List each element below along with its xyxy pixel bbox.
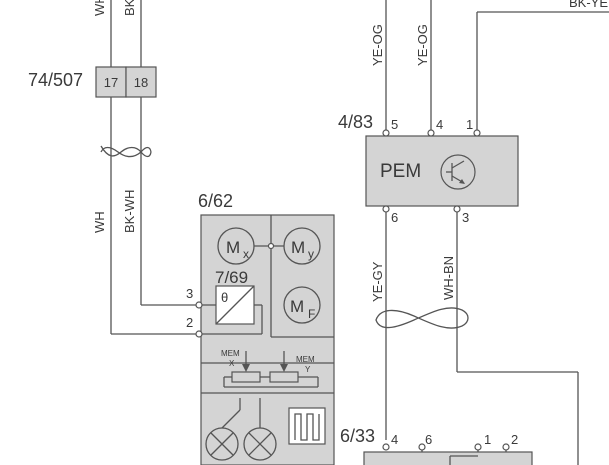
wire-label-wh-bn: WH-BN [441,256,456,300]
connector-6-33-pin-6 [418,443,426,451]
potentiometer-y-wiper-icon [280,364,288,372]
module-ref-6-62: 6/62 [198,191,233,211]
mem-x-line2: X [229,359,235,368]
connector-6-33-pin-6-label: 6 [425,432,432,447]
connector-6-33-pin-1 [474,443,482,451]
mem-x-line1: MEM [221,349,240,358]
module-pin-2 [195,330,203,338]
pem-pin-3 [453,205,461,213]
connector-ref-74-507: 74/507 [28,70,83,90]
pem-pin-3-label: 3 [462,210,469,225]
wire-label-wh-top: WH [92,0,107,16]
wire-label-ye-gy: YE-GY [370,261,385,302]
wire-label-ye-og-2: YE-OG [415,24,430,66]
pem-pin-1-label: 1 [466,117,473,132]
connector-pin-18: 18 [134,75,148,90]
pem-pin-1 [473,129,481,137]
pem-pin-6 [382,205,390,213]
pem-pin-5-label: 5 [391,117,398,132]
twisted-pair-symbol-left [100,145,152,158]
connector-6-33-pin-4 [382,443,390,451]
sensor-theta-symbol: θ [221,290,228,305]
motor-mx-sub: x [243,247,249,261]
pem-ref-4-83: 4/83 [338,112,373,132]
potentiometer-y-icon [269,371,299,383]
motor-mf-symbol: M [290,297,304,316]
pem-label: PEM [380,161,421,182]
connector-pin-17: 17 [104,75,118,90]
right-wire-harness [375,0,609,465]
motor-my-symbol: M [291,238,305,257]
pem-pin-5 [382,129,390,137]
pem-module: 4/83 PEM 5 4 1 6 3 [338,112,519,225]
module-6-62: 6/62 M x M y M F 7/69 θ 3 2 [186,191,335,465]
motor-mf-icon [283,286,321,324]
left-wire-harness [100,0,196,335]
connector-6-33-pin-2 [502,443,510,451]
connector-6-33-pin-1-label: 1 [484,432,491,447]
potentiometer-x-icon [231,371,261,383]
pem-pin-4-label: 4 [436,117,443,132]
wire-label-bk-top: BK [122,0,137,16]
module-pin-3 [195,301,203,309]
wire-label-bk-ye: BK-YE [569,0,608,10]
connector-pin-box-17 [95,66,127,98]
pem-pin-4 [427,129,435,137]
module-pin-3-label: 3 [186,286,193,301]
connector-6-33: 6/33 4 6 1 2 [340,426,533,465]
connector-ref-6-33: 6/33 [340,426,375,446]
mem-y-line2: Y [305,365,311,374]
motor-mx-symbol: M [226,238,240,257]
connector-74-507: 74/507 17 18 [28,66,157,98]
mem-y-line1: MEM [296,355,315,364]
pem-pin-6-label: 6 [391,210,398,225]
transistor-icon [440,154,476,190]
connector-pin-box-18 [125,66,157,98]
wire-label-bk-wh: BK-WH [122,190,137,233]
motor-mf-sub: F [308,307,315,321]
motor-my-sub: y [308,247,314,261]
twisted-pair-symbol-right [375,307,469,329]
connector-6-33-housing [363,451,533,465]
module-pin-2-label: 2 [186,315,193,330]
connector-6-33-pin-4-label: 4 [391,432,398,447]
wire-label-ye-og-1: YE-OG [370,24,385,66]
sensor-ref-7-69: 7/69 [215,268,248,287]
potentiometer-x-wiper-icon [242,364,250,372]
wire-label-wh-left: WH [92,211,107,233]
connector-6-33-pin-2-label: 2 [511,432,518,447]
